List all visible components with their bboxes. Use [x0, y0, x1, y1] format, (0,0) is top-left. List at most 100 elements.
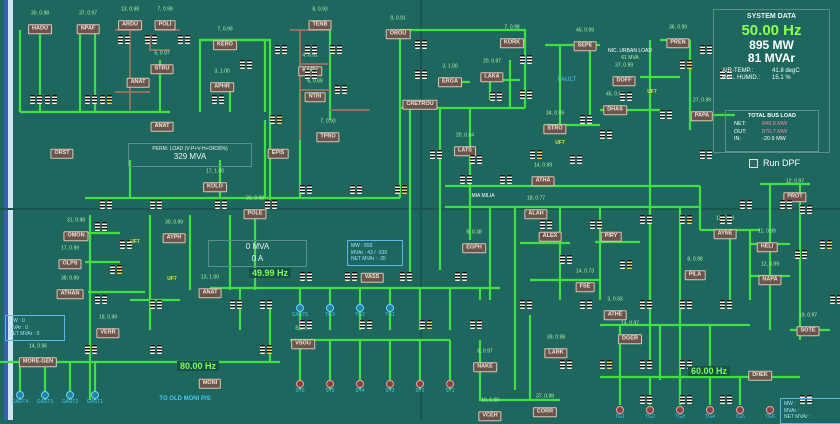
breaker-icon[interactable]	[300, 272, 305, 281]
breaker-icon[interactable]	[260, 345, 265, 354]
generator-icon[interactable]	[356, 304, 364, 312]
breaker-icon[interactable]	[95, 222, 100, 231]
breaker-icon[interactable]	[125, 35, 130, 44]
breaker-icon[interactable]	[415, 70, 420, 79]
breaker-icon[interactable]	[620, 260, 625, 269]
breaker-icon[interactable]	[795, 250, 800, 259]
breaker-icon[interactable]	[720, 215, 725, 224]
breaker-icon[interactable]	[580, 115, 585, 124]
breaker-icon[interactable]	[687, 300, 692, 309]
breaker-icon[interactable]	[367, 320, 372, 329]
breaker-icon[interactable]	[150, 300, 155, 309]
breaker-icon[interactable]	[727, 215, 732, 224]
breaker-icon[interactable]	[680, 395, 685, 404]
breaker-icon[interactable]	[275, 45, 280, 54]
breaker-icon[interactable]	[307, 185, 312, 194]
breaker-icon[interactable]	[107, 200, 112, 209]
breaker-icon[interactable]	[680, 60, 685, 69]
breaker-icon[interactable]	[647, 360, 652, 369]
breaker-icon[interactable]	[470, 320, 475, 329]
run-dpf-control[interactable]: Run DPF	[749, 158, 800, 168]
breaker-icon[interactable]	[237, 300, 242, 309]
breaker-icon[interactable]	[427, 320, 432, 329]
breaker-icon[interactable]	[727, 70, 732, 79]
breaker-icon[interactable]	[837, 295, 840, 304]
breaker-icon[interactable]	[640, 395, 645, 404]
breaker-icon[interactable]	[680, 300, 685, 309]
breaker-icon[interactable]	[102, 222, 107, 231]
breaker-icon[interactable]	[802, 250, 807, 259]
generator-icon[interactable]	[386, 380, 394, 388]
breaker-icon[interactable]	[640, 300, 645, 309]
breaker-icon[interactable]	[807, 395, 812, 404]
breaker-icon[interactable]	[110, 265, 115, 274]
breaker-icon[interactable]	[415, 40, 420, 49]
breaker-icon[interactable]	[37, 95, 42, 104]
breaker-icon[interactable]	[52, 95, 57, 104]
breaker-icon[interactable]	[222, 200, 227, 209]
generator-icon[interactable]	[356, 380, 364, 388]
breaker-icon[interactable]	[407, 272, 412, 281]
station-anat[interactable]: ANAT	[126, 71, 150, 88]
breaker-icon[interactable]	[178, 35, 183, 44]
breaker-icon[interactable]	[127, 240, 132, 249]
breaker-icon[interactable]	[92, 95, 97, 104]
breaker-icon[interactable]	[100, 200, 105, 209]
breaker-icon[interactable]	[422, 70, 427, 79]
breaker-icon[interactable]	[640, 360, 645, 369]
breaker-icon[interactable]	[117, 265, 122, 274]
generator-icon[interactable]	[676, 406, 684, 414]
breaker-icon[interactable]	[570, 155, 575, 164]
breaker-icon[interactable]	[720, 395, 725, 404]
breaker-icon[interactable]	[185, 35, 190, 44]
generator-icon[interactable]	[296, 380, 304, 388]
generator-icon[interactable]	[41, 391, 49, 399]
breaker-icon[interactable]	[157, 345, 162, 354]
breaker-icon[interactable]	[560, 255, 565, 264]
breaker-icon[interactable]	[420, 320, 425, 329]
breaker-icon[interactable]	[477, 155, 482, 164]
generator-icon[interactable]	[91, 391, 99, 399]
breaker-icon[interactable]	[687, 60, 692, 69]
breaker-icon[interactable]	[560, 360, 565, 369]
breaker-icon[interactable]	[787, 200, 792, 209]
breaker-icon[interactable]	[85, 345, 90, 354]
breaker-icon[interactable]	[540, 220, 545, 229]
breaker-icon[interactable]	[597, 220, 602, 229]
breaker-icon[interactable]	[462, 272, 467, 281]
breaker-icon[interactable]	[30, 95, 35, 104]
breaker-icon[interactable]	[587, 115, 592, 124]
breaker-icon[interactable]	[720, 70, 725, 79]
generator-icon[interactable]	[446, 380, 454, 388]
breaker-icon[interactable]	[120, 240, 125, 249]
breaker-icon[interactable]	[150, 345, 155, 354]
breaker-icon[interactable]	[627, 260, 632, 269]
breaker-icon[interactable]	[267, 300, 272, 309]
breaker-icon[interactable]	[430, 150, 435, 159]
breaker-icon[interactable]	[100, 95, 105, 104]
generator-icon[interactable]	[326, 380, 334, 388]
breaker-icon[interactable]	[467, 175, 472, 184]
breaker-icon[interactable]	[85, 95, 90, 104]
breaker-icon[interactable]	[830, 295, 835, 304]
